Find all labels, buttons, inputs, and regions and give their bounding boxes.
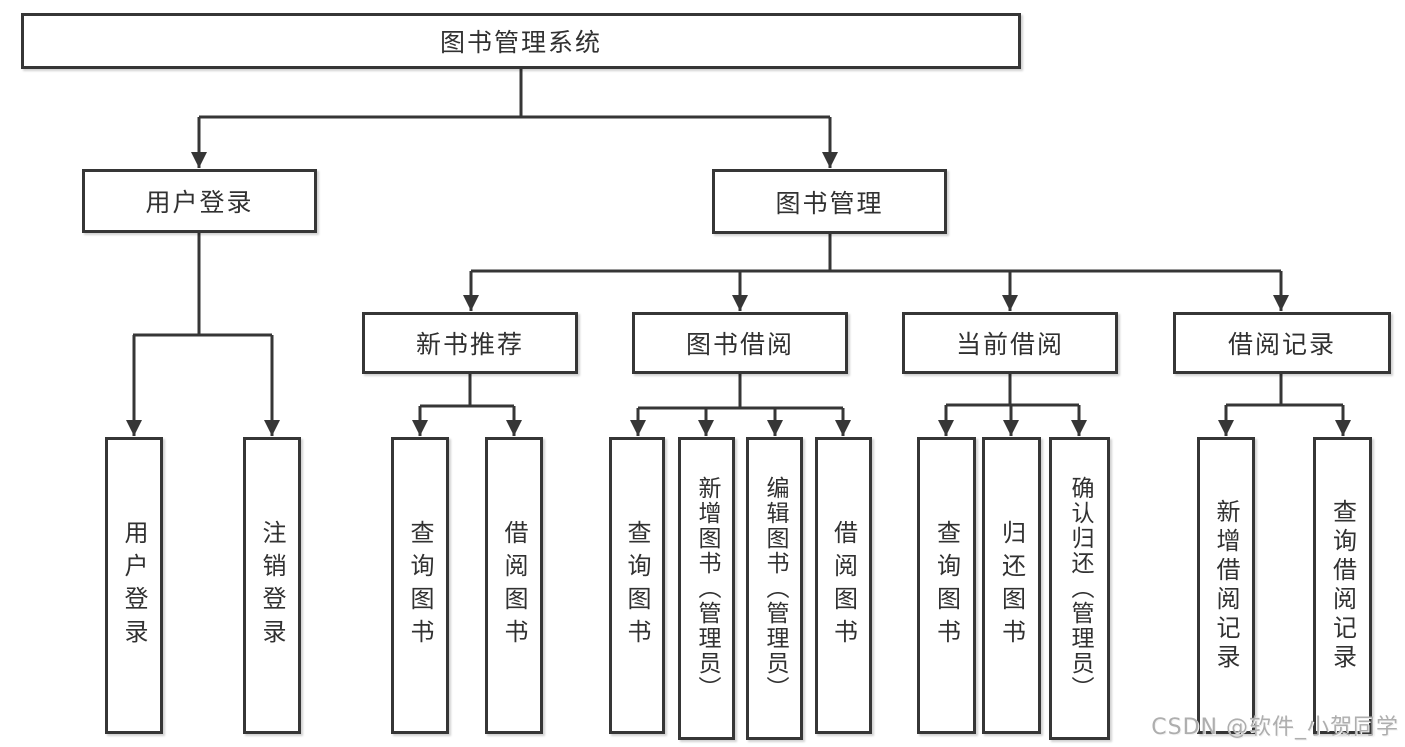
node-leaf-bb-borrow: 借阅图书	[815, 437, 872, 734]
connector-borrow-record-split	[1226, 374, 1343, 407]
node-root: 图书管理系统	[21, 13, 1021, 69]
node-leaf-cb-query: 查询图书	[917, 437, 976, 734]
node-leaf-user-login: 用户登录	[105, 437, 163, 734]
node-leaf-br-query: 查询借阅记录	[1313, 437, 1372, 734]
node-leaf-nbr-borrow: 借阅图书	[485, 437, 543, 734]
connector-current-borrow-split	[946, 374, 1079, 407]
node-leaf-bb-edit: 编辑图书（管理员）	[746, 437, 803, 740]
node-book-borrow: 图书借阅	[632, 312, 848, 374]
node-leaf-bb-add: 新增图书（管理员）	[678, 437, 735, 740]
connector-new-book-split	[420, 374, 514, 408]
csdn-watermark: CSDN @软件_小贺同学	[1151, 715, 1399, 740]
node-leaf-cb-return: 归还图书	[982, 437, 1041, 734]
connector-user-login-split	[133, 233, 272, 337]
node-borrow-record: 借阅记录	[1173, 312, 1391, 374]
node-leaf-br-add: 新增借阅记录	[1197, 437, 1255, 734]
connector-book-borrow-split	[638, 374, 843, 410]
node-new-book-rec: 新书推荐	[362, 312, 578, 374]
node-current-borrow: 当前借阅	[902, 312, 1118, 374]
node-book-mgmt: 图书管理	[712, 169, 947, 234]
node-user-login: 用户登录	[82, 169, 317, 233]
node-leaf-cb-confirm: 确认归还（管理员）	[1049, 437, 1110, 740]
connector-root-split	[199, 69, 830, 119]
node-leaf-logout: 注销登录	[243, 437, 301, 734]
node-leaf-nbr-query: 查询图书	[391, 437, 449, 734]
node-leaf-bb-query: 查询图书	[609, 437, 665, 734]
connector-book-mgmt-split	[471, 234, 1281, 273]
